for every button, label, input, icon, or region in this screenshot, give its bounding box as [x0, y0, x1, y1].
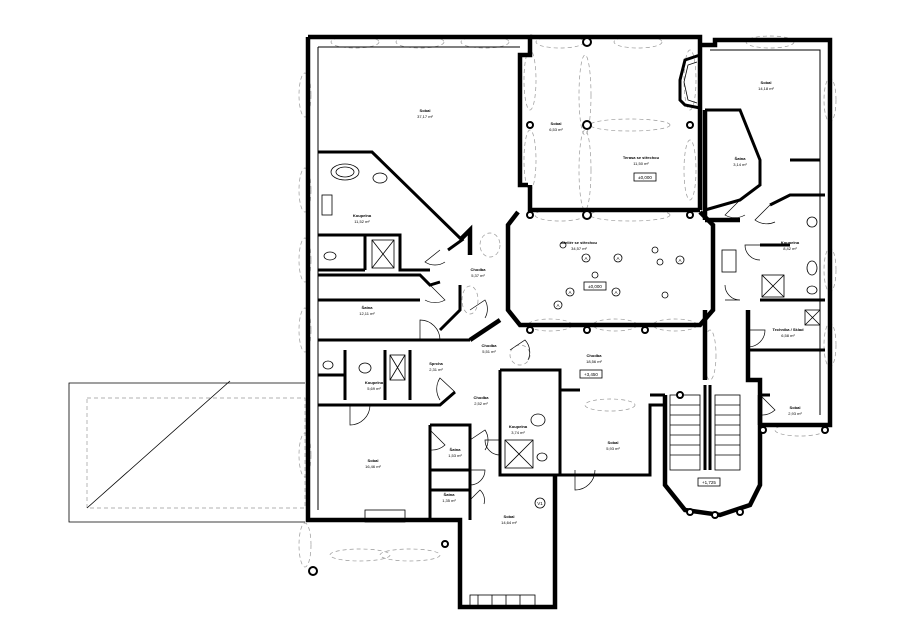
svg-text:Koupelna: Koupelna [365, 380, 384, 385]
svg-text:Ateliér se střechou: Ateliér se střechou [561, 240, 598, 245]
svg-text:A: A [568, 290, 571, 295]
svg-text:Chodba: Chodba [587, 353, 603, 358]
svg-text:Chodba: Chodba [471, 267, 487, 272]
columns [308, 37, 829, 576]
svg-text:Technika / Sklad: Technika / Sklad [772, 327, 804, 332]
light-marker: A [613, 253, 623, 263]
svg-text:Sobal: Sobal [608, 440, 619, 445]
level-atelier: ±0,000 [588, 284, 602, 289]
light-marker: A [553, 300, 563, 310]
svg-text:14,64 m²: 14,64 m² [501, 520, 517, 525]
level-markers: ±0,000 ±0,000 +3,450 +1,725 [579, 172, 721, 487]
svg-text:Chodba: Chodba [474, 395, 490, 400]
svg-text:5,51 m²: 5,51 m² [482, 349, 496, 354]
svg-text:5,37 m²: 5,37 m² [471, 273, 485, 278]
svg-text:Šatna: Šatna [444, 492, 456, 497]
level-hall: +3,450 [584, 372, 598, 377]
svg-text:Sobal: Sobal [551, 121, 562, 126]
vent-marker: V1 [534, 497, 546, 509]
svg-text:37,17 m²: 37,17 m² [417, 114, 433, 119]
svg-text:1,53 m²: 1,53 m² [448, 453, 462, 458]
svg-text:18,56 m²: 18,56 m² [586, 359, 602, 364]
svg-text:Šatna: Šatna [450, 447, 462, 452]
svg-text:Koupelna: Koupelna [353, 213, 372, 218]
svg-text:6,53 m²: 6,53 m² [549, 127, 563, 132]
svg-text:34,57 m²: 34,57 m² [571, 246, 587, 251]
lower-roof-outline [68, 380, 306, 523]
svg-text:Sobal: Sobal [504, 514, 515, 519]
svg-text:A: A [614, 290, 617, 295]
svg-text:2,52 m²: 2,52 m² [474, 401, 488, 406]
svg-text:Šatna: Šatna [362, 305, 374, 310]
light-marker: A [611, 287, 621, 297]
staircase [650, 385, 770, 518]
svg-text:A: A [556, 303, 559, 308]
interior-walls [318, 108, 825, 520]
svg-text:14,18 m²: 14,18 m² [758, 86, 774, 91]
svg-text:Terasa se střechou: Terasa se střechou [623, 155, 660, 160]
svg-text:Sobal: Sobal [761, 80, 772, 85]
svg-text:8,42 m²: 8,42 m² [783, 246, 797, 251]
svg-text:11,50 m²: 11,50 m² [633, 161, 649, 166]
svg-text:2,31 m²: 2,31 m² [429, 367, 443, 372]
svg-text:3,14 m²: 3,14 m² [733, 162, 747, 167]
svg-text:A: A [678, 258, 681, 263]
svg-text:Šatna: Šatna [735, 156, 747, 161]
light-marker: A [581, 253, 591, 263]
svg-text:11,52 m²: 11,52 m² [354, 219, 370, 224]
svg-text:12,11 m²: 12,11 m² [359, 311, 375, 316]
svg-text:A: A [616, 256, 619, 261]
svg-text:Sobal: Sobal [790, 405, 801, 410]
light-marker: A [675, 255, 685, 265]
svg-text:Koupelna: Koupelna [509, 424, 528, 429]
light-marker: A [565, 287, 575, 297]
light-markers: A A A A A A V1 [534, 241, 685, 509]
svg-text:6,58 m²: 6,58 m² [781, 333, 795, 338]
svg-text:5,93 m²: 5,93 m² [606, 446, 620, 451]
svg-text:Sobal: Sobal [368, 458, 379, 463]
sanitary-fixtures [321, 163, 821, 469]
bay-window [678, 53, 701, 110]
svg-text:Sobal: Sobal [420, 108, 431, 113]
svg-text:A: A [584, 256, 587, 261]
svg-text:2,93 m²: 2,93 m² [788, 411, 802, 416]
svg-text:16,46 m²: 16,46 m² [365, 464, 381, 469]
svg-text:Sprcha: Sprcha [429, 361, 443, 366]
level-stair: +1,725 [702, 480, 716, 485]
svg-text:V1: V1 [537, 501, 543, 506]
svg-text:5,69 m²: 5,69 m² [367, 386, 381, 391]
svg-text:Chodba: Chodba [482, 343, 498, 348]
door-swings [349, 199, 776, 608]
svg-text:Koupelna: Koupelna [781, 240, 800, 245]
svg-text:3,74 m²: 3,74 m² [511, 430, 525, 435]
level-terrace: ±0,000 [638, 175, 652, 180]
svg-text:1,35 m²: 1,35 m² [442, 498, 456, 503]
exterior-walls [305, 34, 833, 610]
